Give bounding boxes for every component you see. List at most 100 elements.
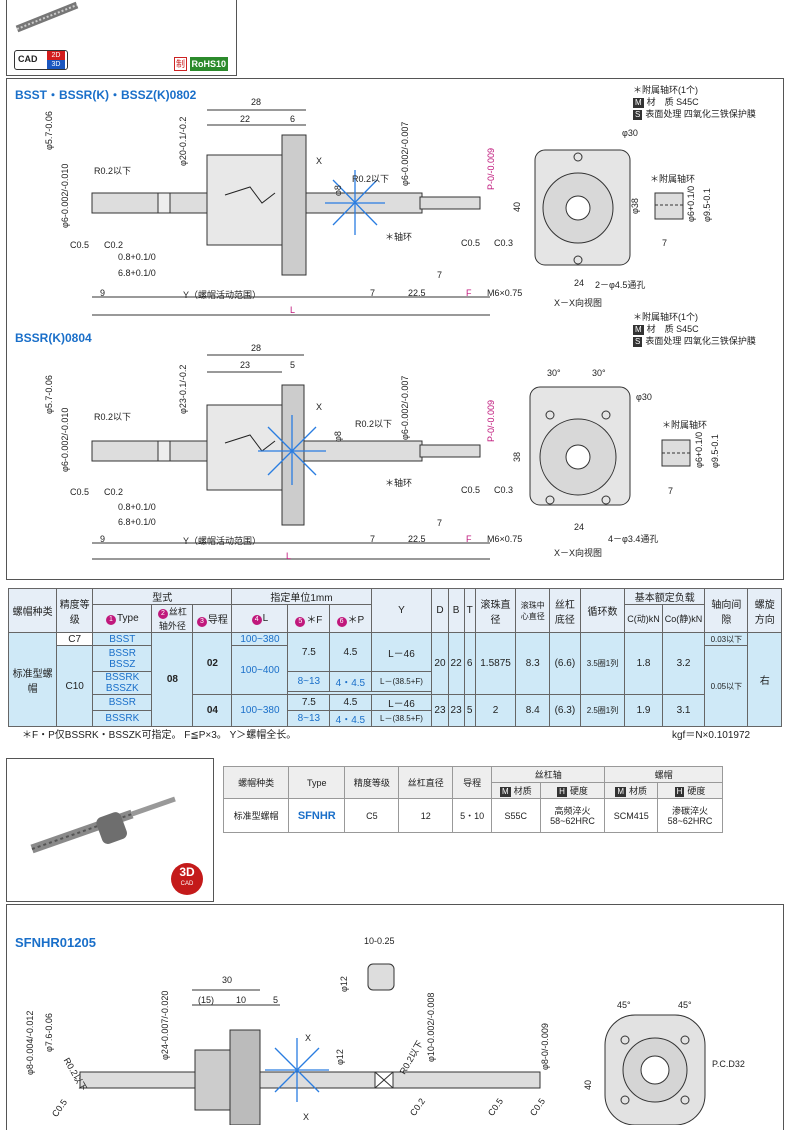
ctr2: 8.4 <box>515 694 551 727</box>
sec2-phi6: φ6-0.002/-0.010 <box>60 407 70 472</box>
sec2-f: F <box>466 534 472 544</box>
sec2-a30b: 30° <box>592 368 606 378</box>
rohs-prefix: 制 <box>174 57 188 71</box>
sec1-d28: 28 <box>251 97 262 107</box>
sfnhr-h-type: Type <box>288 766 346 799</box>
sfnhr-h-kind: 螺帽种类 <box>222 766 290 799</box>
sec1-holes: 2－φ4.5通孔 <box>595 280 646 290</box>
sfnhr-phi24: φ24-0.007/-0.020 <box>160 990 170 1060</box>
h-f-label: ＊F <box>306 614 323 626</box>
sec1-phi8: φ8 <box>333 185 343 196</box>
table-row: BSSR 04 100~380 7.5 4.5 L－46 23 23 5 2 8… <box>9 694 782 727</box>
load-arrows-icon <box>325 170 385 235</box>
h-cycles: 循环数 <box>579 588 626 633</box>
h-c: C(动)kN <box>624 604 663 633</box>
cad-badge-label: CAD <box>18 54 38 64</box>
cad-3d-badge-label: 3D <box>179 865 195 879</box>
sfnhr-grade: C5 <box>344 798 400 833</box>
sfnhr-type[interactable]: SFNHR <box>288 798 346 833</box>
table-row: C10 BSSR BSSZ 100~400 0.05以下 <box>9 645 782 727</box>
sec1-note-surface: 表面处理 四氧化三铁保护膜 <box>645 109 756 119</box>
sec1-note-line1: ＊附属轴环(1个) <box>633 85 698 95</box>
table-row <box>9 691 782 695</box>
sec2-d7: 7 <box>370 534 376 544</box>
f2: 8~13 <box>287 670 331 693</box>
sfnhr-h-grade: 精度等级 <box>344 766 400 799</box>
sec2-drawing <box>91 354 691 560</box>
cyc1: 3.5圈1列 <box>579 632 626 695</box>
cad-3d-label: 3D <box>47 60 65 69</box>
sfnhr-a45a: 45° <box>617 1000 631 1010</box>
table-footnote: ＊F・P仅BSSRK・BSSZK可指定。 F≦P×3。 Y＞螺帽全长。 <box>22 730 297 741</box>
sfnhr-d40: 40 <box>583 1079 593 1090</box>
sec1-d40: 40 <box>512 201 522 212</box>
cad-3d-badge[interactable]: 3D CAD <box>171 863 203 895</box>
type-bssrk2[interactable]: BSSRK <box>92 710 153 727</box>
sfnhr-kind: 标准型螺帽 <box>222 798 290 833</box>
l3: 100~380 <box>231 694 289 727</box>
sfnhr-d15: (15) <box>198 995 215 1005</box>
sec2-holes: 4－φ3.4通孔 <box>608 534 659 544</box>
h-grade: 精度等级 <box>56 588 94 633</box>
b1: 22 <box>447 632 465 695</box>
cad-badge[interactable]: CAD 2D 3D <box>14 50 68 70</box>
type-bssr-bssz[interactable]: BSSR BSSZ <box>92 645 153 672</box>
sec1-view: X－X向视图 <box>554 298 603 308</box>
sec1-c03: C0.3 <box>494 238 514 248</box>
material-mark: M <box>633 325 644 335</box>
num-badge-1: 1 <box>105 614 116 625</box>
sfnhr-h-mat2: 材质 <box>629 786 648 796</box>
y1: L－46 <box>370 632 433 672</box>
sec2-title: BSSR(K)0804 <box>15 331 92 345</box>
h-dia-label: 丝杠轴外径 <box>158 607 187 631</box>
h-t: T <box>463 588 476 633</box>
sfnhr-d10: 10-0.25 <box>364 936 395 946</box>
sfnhr-h-nut: 螺帽 <box>604 766 723 783</box>
sec2-phi6b: φ6-0.002/-0.007 <box>400 375 410 440</box>
sfnhr-h-hard2: 硬度 <box>687 786 706 796</box>
h-type-label: Type <box>116 612 139 624</box>
sec2-x: X <box>316 402 323 412</box>
c2: 1.9 <box>624 694 663 727</box>
sfnhr-d30: 30 <box>222 975 233 985</box>
hardness-mark: H <box>674 787 685 797</box>
sec1-f: F <box>466 288 472 298</box>
p1: 4.5 <box>329 632 372 672</box>
sec2-c05b: C0.5 <box>461 485 481 495</box>
h-f: 5＊F <box>287 604 331 633</box>
sec1-d08: 0.8+0.1/0 <box>118 252 156 262</box>
material-mark: M <box>615 787 627 797</box>
p2: 4・4.5 <box>329 670 372 693</box>
b2: 23 <box>447 694 465 727</box>
sec2-y: Y（螺帽活动范围） <box>183 536 262 546</box>
h-d: D <box>431 588 449 633</box>
type-bssrk-bsszk[interactable]: BSSRK BSSZK <box>92 671 153 695</box>
d1: 20 <box>431 632 449 695</box>
load-arrows-icon <box>265 1038 329 1102</box>
sec1-note-material: 材 质 S45C <box>646 97 699 107</box>
type-bssr2[interactable]: BSSR <box>92 694 153 711</box>
num-badge-4: 4 <box>251 614 262 625</box>
f4: 8~13 <box>287 710 331 727</box>
ball1: 1.5875 <box>474 632 517 695</box>
sec2-m6: M6×0.75 <box>487 534 523 544</box>
co2: 3.1 <box>661 694 706 727</box>
type-bsst[interactable]: BSST <box>92 632 153 646</box>
surface-mark: S <box>633 337 643 347</box>
sfnhr-lead: 5・10 <box>452 798 493 833</box>
h-type-group: 型式 <box>92 588 233 605</box>
dia-cell: 08 <box>151 632 194 727</box>
sec2-l: L <box>286 551 292 561</box>
sfnhr-hard2: 渗碳淬火 58~62HRC <box>657 798 723 833</box>
sfnhr-pcd: P.C.D32 <box>712 1059 745 1069</box>
sec2-d08: 0.8+0.1/0 <box>118 502 156 512</box>
sfnhr-phi76: φ7.6-0.06 <box>44 1013 54 1052</box>
material-mark: M <box>633 98 644 108</box>
f1: 7.5 <box>287 632 331 672</box>
root1: (6.6) <box>549 632 581 695</box>
sec1-d7: 7 <box>370 288 376 298</box>
sec1-phi38: φ38 <box>630 198 640 214</box>
